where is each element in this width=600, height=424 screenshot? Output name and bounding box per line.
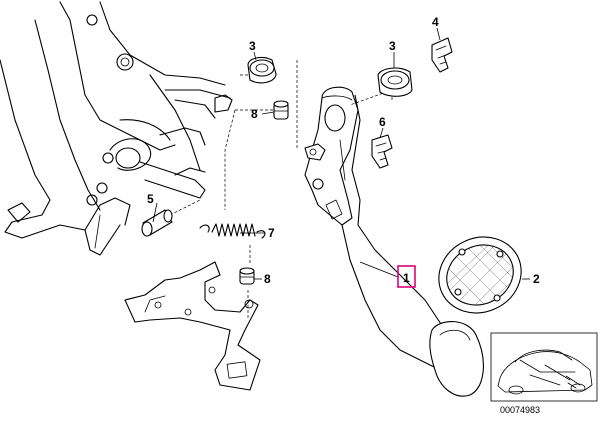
callout-clip-top: 4 (432, 15, 439, 29)
callout-bushing-right: 3 (389, 39, 396, 53)
callout-grommet-bottom: 8 (264, 272, 271, 286)
grommet-top (273, 100, 289, 120)
pedal-arm (304, 86, 456, 371)
callout-pedal-highlight (397, 265, 416, 288)
clip-mid (371, 134, 393, 169)
callout-labels: 3 3 4 8 6 5 7 8 1 2 (147, 15, 540, 288)
leader-lines (152, 27, 530, 280)
car-inset (490, 332, 598, 402)
callout-spring: 7 (268, 226, 275, 240)
pin (141, 209, 173, 237)
pedal-bracket-housing (0, 1, 233, 256)
clip-top (431, 37, 453, 73)
bushing-right (377, 67, 413, 97)
bushing-left (247, 56, 277, 84)
lower-bracket (124, 261, 261, 391)
pedal-pad (436, 234, 524, 316)
callout-grommet-top: 8 (251, 107, 258, 121)
callout-pin: 5 (147, 192, 154, 206)
callout-pedal: 1 (403, 271, 410, 285)
callout-pedal-pad: 2 (533, 272, 540, 286)
car-icon (497, 349, 593, 395)
spring (199, 223, 266, 239)
callout-bushing-left: 3 (249, 39, 256, 53)
grommet-bottom (239, 267, 255, 285)
callout-clip-mid: 6 (379, 115, 386, 129)
pedal-foot-plate (429, 321, 484, 397)
reference-code: 00074983 (500, 405, 540, 415)
